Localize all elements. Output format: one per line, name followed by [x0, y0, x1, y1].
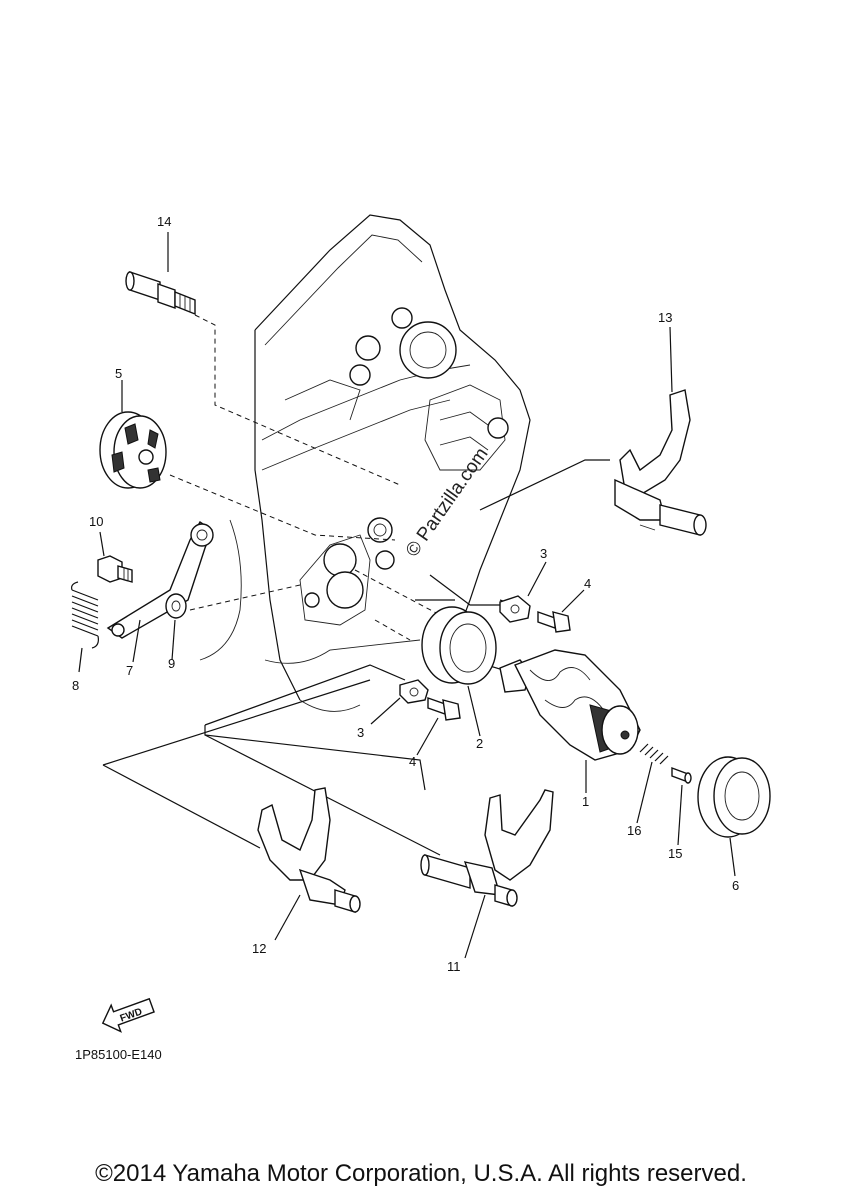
callout-6: 6	[732, 878, 739, 893]
callout-10: 10	[89, 514, 103, 529]
part-12-shift-fork	[257, 787, 361, 913]
part-3-plate-upper	[499, 595, 531, 623]
part-1-shift-drum	[499, 649, 641, 761]
part-9-washer	[165, 593, 187, 619]
callout-1: 1	[582, 794, 589, 809]
callout-16: 16	[627, 823, 641, 838]
part-14-stud-bolt	[125, 271, 196, 316]
callout-15: 15	[668, 846, 682, 861]
callout-4-upper: 4	[584, 576, 591, 591]
part-16-spring	[639, 743, 669, 765]
part-10-bolt	[97, 555, 133, 583]
part-4-screw-upper	[537, 611, 571, 633]
callout-labels: 1 2 3 3 4 4 5 6 7 8 9 10 11 12 13 14 15 …	[72, 214, 739, 974]
watermark: © Partzilla.com	[402, 444, 493, 561]
callout-3-upper: 3	[540, 546, 547, 561]
callout-9: 9	[168, 656, 175, 671]
copyright-notice: ©2014 Yamaha Motor Corporation, U.S.A. A…	[95, 1160, 747, 1187]
callout-12: 12	[252, 941, 266, 956]
callout-13: 13	[658, 310, 672, 325]
fwd-arrow: FWD	[101, 997, 155, 1033]
part-5-shift-drum-segment	[99, 411, 167, 489]
part-11-shift-fork	[420, 789, 554, 907]
diagram-code: 1P85100-E140	[75, 1047, 162, 1062]
part-3-plate-lower	[399, 679, 429, 704]
part-2-bearing	[421, 606, 497, 685]
callout-4-lower: 4	[409, 754, 416, 769]
leader-lines	[102, 314, 610, 856]
callout-11: 11	[447, 959, 461, 974]
callout-2: 2	[476, 736, 483, 751]
part-13-shift-fork	[614, 389, 707, 536]
callout-14: 14	[157, 214, 171, 229]
callout-3-lower: 3	[357, 725, 364, 740]
part-15-pin	[671, 766, 692, 784]
part-7-lever	[106, 520, 214, 639]
callout-7: 7	[126, 663, 133, 678]
callout-8: 8	[72, 678, 79, 693]
crankcase-outline	[199, 214, 531, 712]
part-4-screw-lower	[427, 697, 461, 721]
callout-leaders	[78, 232, 736, 959]
part-8-spring	[71, 581, 99, 649]
part-6-oil-seal	[697, 756, 771, 838]
callout-5: 5	[115, 366, 122, 381]
